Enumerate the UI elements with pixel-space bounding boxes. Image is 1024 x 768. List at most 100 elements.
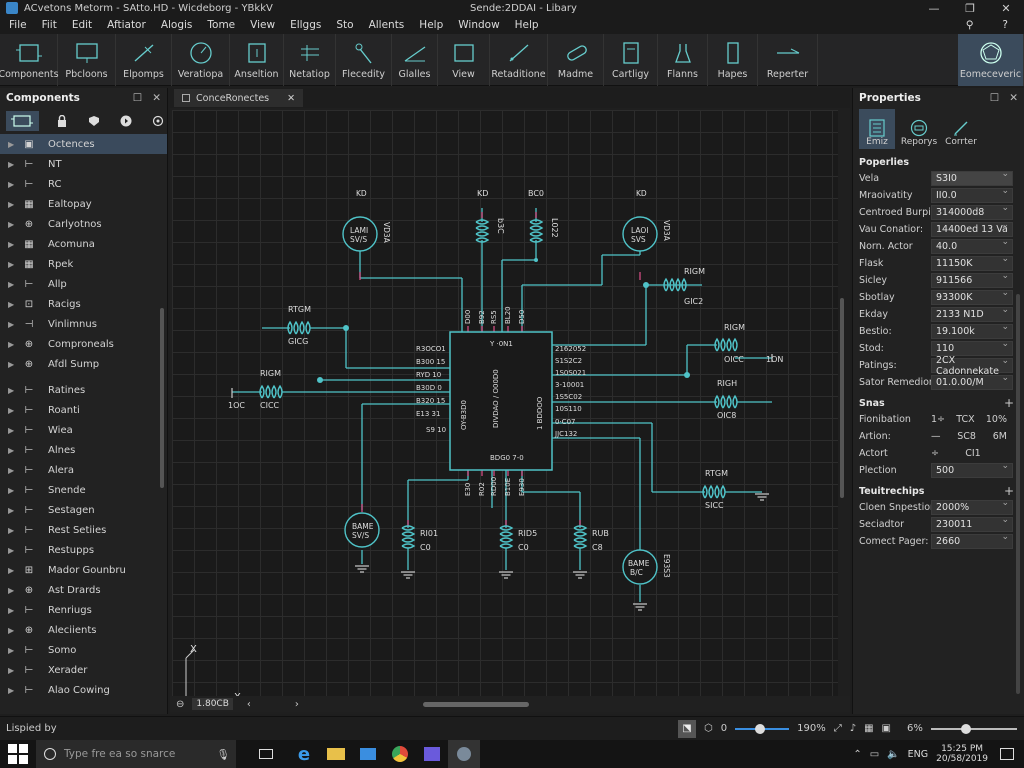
prop-value[interactable]: 230011 bbox=[931, 517, 1013, 532]
prop-value[interactable]: 2660 bbox=[931, 534, 1013, 549]
expand-arrow-icon[interactable]: ▶ bbox=[8, 360, 18, 369]
shield-icon[interactable] bbox=[85, 111, 103, 131]
component-item-racigs[interactable]: ▶⊡Racigs bbox=[0, 294, 167, 314]
minimize-button[interactable]: — bbox=[916, 0, 952, 16]
component-item-mador-gounbru[interactable]: ▶⊞Mador Gounbru bbox=[0, 560, 167, 580]
prop-value[interactable]: 2CX Cadonnekate bbox=[931, 358, 1013, 373]
component-item-octences[interactable]: ▶▣Octences bbox=[0, 134, 167, 154]
component-item-carlyotnos[interactable]: ▶⊕Carlyotnos bbox=[0, 214, 167, 234]
component-item-ast-drards[interactable]: ▶⊕Ast Drards bbox=[0, 580, 167, 600]
ribbon-pbcloons-button[interactable]: Pbcloons bbox=[58, 34, 116, 86]
help-icon[interactable]: ? bbox=[1002, 19, 1008, 31]
sound-icon[interactable]: ♪ bbox=[850, 723, 856, 734]
component-item-rpek[interactable]: ▶▦Rpek bbox=[0, 254, 167, 274]
component-item-aleciients[interactable]: ▶⊕Aleciients bbox=[0, 620, 167, 640]
prop-value[interactable]: 911566 bbox=[931, 273, 1013, 288]
expand-arrow-icon[interactable]: ▶ bbox=[8, 546, 18, 555]
component-item-rest-setiies[interactable]: ▶⊢Rest Setiies bbox=[0, 520, 167, 540]
ribbon-veratiopa-button[interactable]: Veratiopa bbox=[172, 34, 230, 86]
panel-close-icon[interactable]: ✕ bbox=[152, 92, 161, 104]
notifications-icon[interactable] bbox=[1000, 748, 1014, 760]
cad-app-icon[interactable] bbox=[448, 740, 480, 768]
expand-arrow-icon[interactable]: ▶ bbox=[8, 606, 18, 615]
menu-edit[interactable]: Edit bbox=[72, 19, 92, 31]
schematic-canvas[interactable]: R3OCO1 B300 15 RYD 10 B30D 0 B320 15 E13… bbox=[172, 110, 838, 696]
properties-close-icon[interactable]: ✕ bbox=[1009, 92, 1018, 104]
expand-arrow-icon[interactable]: ▶ bbox=[8, 526, 18, 535]
prop-value[interactable]: 11150K bbox=[931, 256, 1013, 271]
component-item-somo[interactable]: ▶⊢Somo bbox=[0, 640, 167, 660]
tab-close-icon[interactable]: ✕ bbox=[287, 93, 295, 104]
component-item-vinlimnus[interactable]: ▶⊣Vinlimnus bbox=[0, 314, 167, 334]
clock-time[interactable]: 15:25 PM bbox=[941, 744, 983, 754]
component-item-allp[interactable]: ▶⊢Allp bbox=[0, 274, 167, 294]
ribbon-anseltion-button[interactable]: Anseltion bbox=[230, 34, 284, 86]
language-indicator[interactable]: ENG bbox=[908, 749, 928, 760]
component-item-sestagen[interactable]: ▶⊢Sestagen bbox=[0, 500, 167, 520]
expand-arrow-icon[interactable]: ▶ bbox=[8, 686, 18, 695]
menu-alogis[interactable]: Alogis bbox=[161, 19, 193, 31]
expand-arrow-icon[interactable]: ▶ bbox=[8, 666, 18, 675]
component-item-roanti[interactable]: ▶⊢Roanti bbox=[0, 400, 167, 420]
add-snas-icon[interactable]: + bbox=[1004, 396, 1014, 410]
nav-back-icon[interactable]: ⊖ bbox=[176, 699, 184, 710]
settings-icon[interactable] bbox=[149, 111, 167, 131]
maximize-button[interactable]: ❐ bbox=[952, 0, 988, 16]
expand-arrow-icon[interactable]: ▶ bbox=[8, 200, 18, 209]
tri-b[interactable]: CI1 bbox=[965, 448, 980, 459]
expand-arrow-icon[interactable]: ▶ bbox=[8, 180, 18, 189]
zoom-slider[interactable] bbox=[735, 728, 789, 730]
tri-c[interactable]: 10% bbox=[986, 414, 1007, 425]
expand-arrow-icon[interactable]: ▶ bbox=[8, 300, 18, 309]
menu-sto[interactable]: Sto bbox=[336, 19, 353, 31]
prop-value[interactable]: 314000d8 bbox=[931, 205, 1013, 220]
tri-b[interactable]: SC8 bbox=[957, 431, 976, 442]
file-explorer-icon[interactable] bbox=[320, 740, 352, 768]
volume-slider[interactable] bbox=[931, 728, 1017, 730]
taskbar-search-input[interactable]: Type fre ea so snarce bbox=[64, 748, 175, 760]
expand-arrow-icon[interactable]: ▶ bbox=[8, 466, 18, 475]
expand-arrow-icon[interactable]: ▶ bbox=[8, 646, 18, 655]
menu-help-2[interactable]: Help bbox=[515, 19, 539, 31]
ribbon-retaditione-button[interactable]: Retaditione bbox=[490, 34, 548, 86]
expand-arrow-icon[interactable]: ▶ bbox=[8, 386, 18, 395]
chrome-icon[interactable] bbox=[384, 740, 416, 768]
image-icon[interactable]: ▣ bbox=[882, 723, 891, 734]
ribbon-eomeceveric-button[interactable]: Eomeceveric bbox=[958, 34, 1024, 86]
expand-arrow-icon[interactable]: ▶ bbox=[8, 406, 18, 415]
clock-date[interactable]: 20/58/2019 bbox=[936, 754, 988, 764]
hex-icon[interactable]: ⬡ bbox=[704, 723, 713, 734]
component-item-alera[interactable]: ▶⊢Alera bbox=[0, 460, 167, 480]
tri-a[interactable]: 1÷ bbox=[931, 414, 945, 425]
ribbon-elpomps-button[interactable]: Elpomps bbox=[116, 34, 172, 86]
prop-value[interactable]: 2000% bbox=[931, 500, 1013, 515]
menu-ellggs[interactable]: Ellggs bbox=[290, 19, 321, 31]
component-item-ealtopay[interactable]: ▶▦Ealtopay bbox=[0, 194, 167, 214]
tray-up-icon[interactable]: ⌃ bbox=[853, 749, 861, 760]
menu-tome[interactable]: Tome bbox=[207, 19, 235, 31]
edge-browser-icon[interactable]: e bbox=[288, 740, 320, 768]
tri-c[interactable]: 6M bbox=[993, 431, 1007, 442]
lock-icon[interactable] bbox=[53, 111, 71, 131]
taskbar-search[interactable]: Type fre ea so snarce 🎙 bbox=[36, 740, 236, 768]
components-scrollbar[interactable] bbox=[160, 308, 164, 488]
scroll-left-icon[interactable]: ‹ bbox=[247, 699, 251, 710]
component-item-snende[interactable]: ▶⊢Snende bbox=[0, 480, 167, 500]
vs-icon[interactable] bbox=[416, 740, 448, 768]
chip-tool-icon[interactable] bbox=[6, 111, 39, 131]
network-icon[interactable]: ▭ bbox=[870, 749, 879, 760]
prop-value[interactable]: 500 bbox=[931, 463, 1013, 478]
tab-schematic[interactable]: ConceRonectes ✕ bbox=[174, 89, 303, 107]
menu-allents[interactable]: Allents bbox=[369, 19, 405, 31]
tab-corrter[interactable]: Corrter bbox=[943, 109, 979, 149]
prop-value[interactable]: S3I0 bbox=[931, 171, 1013, 186]
prop-value[interactable]: 19.100k bbox=[931, 324, 1013, 339]
menu-file[interactable]: File bbox=[9, 19, 27, 31]
ribbon-cartligy-button[interactable]: Cartligy bbox=[604, 34, 658, 86]
menu-window[interactable]: Window bbox=[458, 19, 499, 31]
expand-arrow-icon[interactable]: ▶ bbox=[8, 426, 18, 435]
prop-value[interactable]: 01.0.00/M bbox=[931, 375, 1013, 390]
expand-arrow-icon[interactable]: ▶ bbox=[8, 140, 18, 149]
prop-value[interactable]: 93300K bbox=[931, 290, 1013, 305]
panel-restore-icon[interactable]: ☐ bbox=[133, 92, 142, 104]
